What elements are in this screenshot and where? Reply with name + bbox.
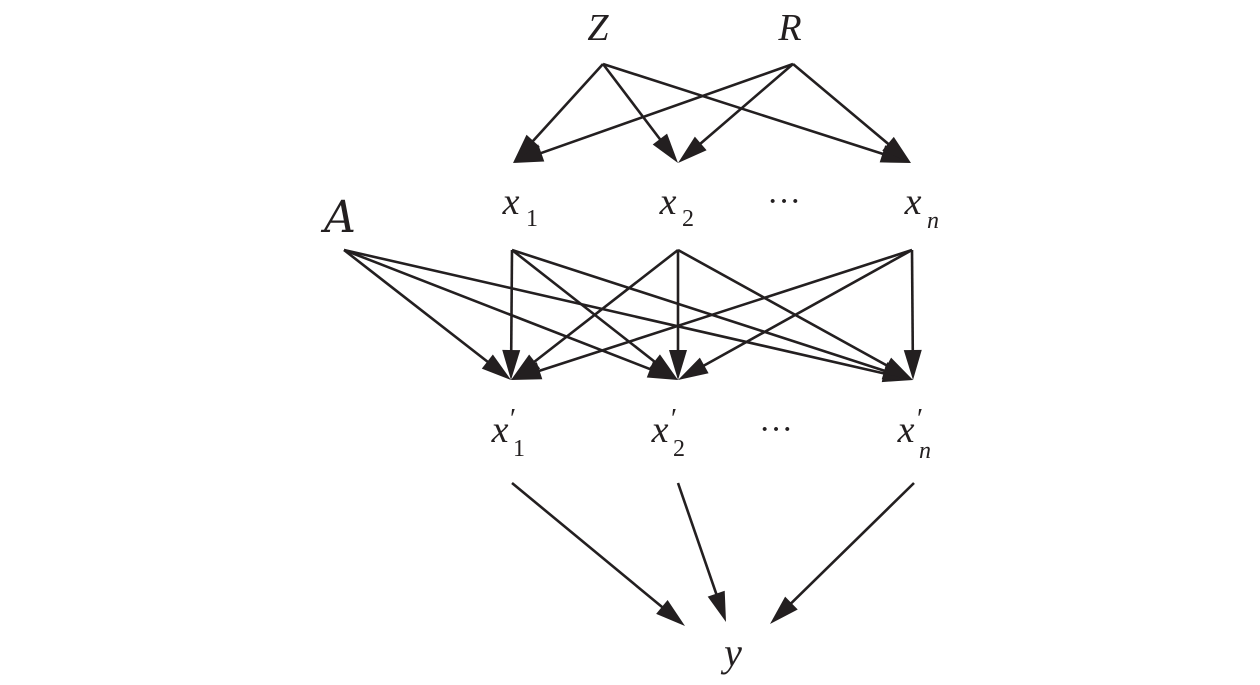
edge-x1-to-xpn bbox=[511, 248, 889, 374]
svg-text:x: x bbox=[502, 181, 520, 223]
edge-x1-to-xp2 bbox=[511, 248, 659, 365]
arrowhead-x2-to-xpn bbox=[882, 357, 913, 380]
edge-xp1-to-y bbox=[511, 481, 666, 611]
node-xprime2-prime: ′ bbox=[671, 404, 677, 435]
node-xprime2-subscript: 2 bbox=[673, 436, 685, 462]
arrowhead-xp1-to-y bbox=[656, 599, 685, 626]
edge-xn-to-xp1 bbox=[535, 248, 913, 374]
edge-R-to-x2 bbox=[696, 63, 794, 148]
node-xprime1-subscript: 1 bbox=[513, 436, 525, 462]
edge-xn-to-xpn bbox=[910, 249, 915, 355]
node-x2-subscript: 2 bbox=[682, 206, 694, 232]
edge-x1-to-xp1 bbox=[509, 249, 514, 355]
edge-xn-to-xp2 bbox=[700, 248, 913, 369]
node-xprime2: x ′ 2 bbox=[651, 404, 685, 462]
node-x2: x 2 bbox=[659, 181, 694, 232]
arrowhead-R-to-x2 bbox=[678, 136, 707, 163]
arrowhead-xn-to-xp1 bbox=[511, 362, 543, 380]
node-Z: Z bbox=[587, 7, 609, 49]
node-xprimen-prime: ′ bbox=[917, 404, 923, 435]
edge-x2-to-xp1 bbox=[530, 248, 679, 366]
svg-text:x: x bbox=[491, 409, 509, 451]
arrowhead-x2-to-xp2 bbox=[669, 350, 687, 380]
arrowhead-x1-to-xp1 bbox=[502, 349, 521, 380]
edge-R-to-x1 bbox=[537, 62, 794, 156]
svg-text:x: x bbox=[897, 409, 915, 451]
arrowhead-x2-to-xp1 bbox=[511, 354, 541, 380]
edge-A-to-xpn bbox=[343, 248, 888, 376]
edge-A-to-xp1 bbox=[343, 248, 492, 366]
arrowhead-A-to-xp1 bbox=[481, 354, 511, 380]
node-xn: x n bbox=[904, 181, 939, 234]
edge-Z-to-xn bbox=[602, 62, 887, 157]
arrowhead-xn-to-xp2 bbox=[678, 357, 709, 380]
node-xprime-ellipsis: ··· bbox=[759, 411, 793, 448]
arrowhead-R-to-x1 bbox=[513, 144, 545, 163]
svg-text:x: x bbox=[651, 409, 669, 451]
node-R: R bbox=[777, 7, 801, 49]
node-xprime1: x ′ 1 bbox=[491, 404, 525, 462]
node-A: A bbox=[320, 192, 356, 243]
arrowhead-Z-to-x1 bbox=[513, 134, 540, 163]
node-xn-subscript: n bbox=[927, 208, 939, 234]
arrowhead-R-to-xn bbox=[882, 136, 911, 163]
arrowhead-xpn-to-y bbox=[770, 596, 798, 624]
edge-xp2-to-y bbox=[676, 482, 719, 598]
node-y: y bbox=[720, 630, 742, 675]
edge-x2-to-xpn bbox=[677, 248, 891, 369]
arrowhead-Z-to-x2 bbox=[652, 133, 678, 163]
edge-R-to-xn bbox=[792, 63, 892, 148]
node-xprimen-subscript: n bbox=[919, 438, 931, 464]
node-x1: x 1 bbox=[502, 181, 538, 232]
svg-text:x: x bbox=[904, 181, 922, 223]
svg-text:x: x bbox=[659, 181, 677, 223]
arrowhead-xp2-to-y bbox=[707, 590, 726, 622]
node-xprimen: x ′ n bbox=[897, 404, 931, 464]
node-xprime1-prime: ′ bbox=[510, 404, 516, 435]
node-x-ellipsis: ··· bbox=[767, 183, 801, 220]
edges-layer bbox=[343, 62, 922, 626]
arrowhead-x1-to-xp2 bbox=[648, 354, 678, 380]
node-x1-subscript: 1 bbox=[526, 206, 538, 232]
edge-xpn-to-y bbox=[787, 482, 915, 607]
edge-Z-to-x1 bbox=[529, 63, 604, 145]
arrowhead-xn-to-xpn bbox=[903, 349, 922, 380]
edge-Z-to-x2 bbox=[601, 63, 664, 144]
